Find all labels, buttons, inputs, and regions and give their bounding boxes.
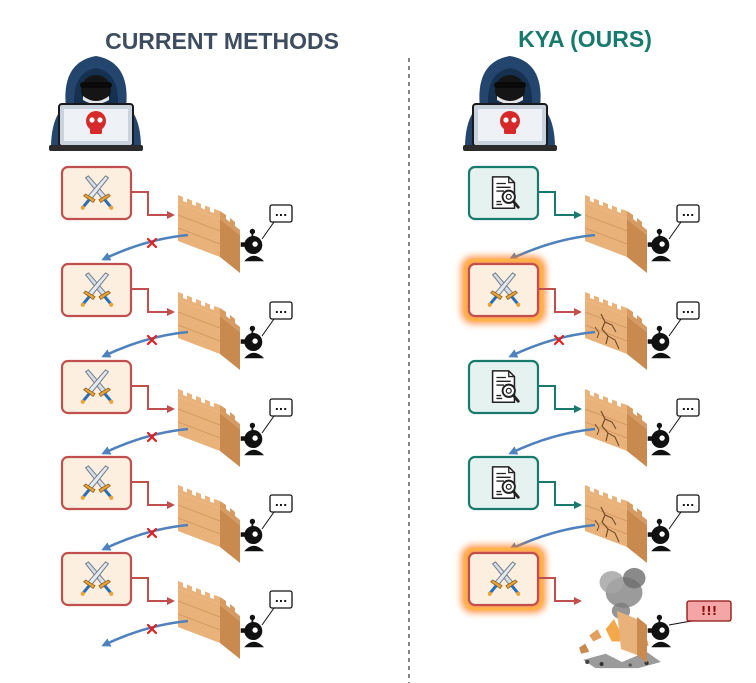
step-row: ... <box>467 455 700 564</box>
robot-defender-icon <box>647 228 672 262</box>
speech-bubble <box>269 398 293 417</box>
red-x-icon <box>146 334 158 346</box>
document-magnifier-icon <box>491 465 520 500</box>
speech-bubble-text: ... <box>275 303 288 316</box>
document-magnifier-icon <box>491 369 520 404</box>
speech-bubble-text: ... <box>682 206 695 219</box>
deflected-arrow <box>101 619 189 647</box>
robot-defender-icon <box>647 422 672 456</box>
step-row: ... <box>467 165 700 274</box>
speech-bubble <box>269 204 293 223</box>
speech-bubble-tail <box>261 415 280 434</box>
speech-bubble-text: ... <box>275 400 288 413</box>
speech-bubble <box>676 398 700 417</box>
speech-bubble-tail <box>261 318 280 337</box>
speech-bubble <box>269 301 293 320</box>
speech-bubble-text: !!! <box>701 604 717 618</box>
response-arrow <box>508 233 596 261</box>
title-kya-ours: KYA (OURS) <box>518 26 652 52</box>
robot-defender-icon <box>240 614 265 648</box>
robot-defender-icon <box>647 325 672 359</box>
robot-defender-icon <box>240 518 265 552</box>
kya-column: ............!!! <box>461 165 732 669</box>
deflected-arrow <box>101 330 189 358</box>
current-methods-column: ............... <box>60 165 293 660</box>
speech-bubble-text: ... <box>682 496 695 509</box>
speech-bubble-tail <box>668 318 687 337</box>
wall-remnant <box>617 611 637 655</box>
elbow-arrow <box>538 385 582 413</box>
elbow-arrow <box>538 481 582 509</box>
step-row: ... <box>60 455 293 564</box>
deflected-arrow <box>508 330 596 358</box>
elbow-arrow <box>131 577 175 605</box>
robot-defender-icon <box>240 325 265 359</box>
robot-defender-icon <box>240 228 265 262</box>
speech-bubble-text: ... <box>682 400 695 413</box>
elbow-arrow <box>131 481 175 509</box>
deflected-arrow <box>101 427 189 455</box>
speech-bubble-tail <box>668 511 687 530</box>
step-row: ... <box>60 262 293 371</box>
robot-defender-icon <box>647 614 672 648</box>
elbow-arrow <box>538 191 582 219</box>
speech-bubble-text: ... <box>275 592 288 605</box>
speech-bubble-tail <box>261 511 280 530</box>
speech-bubble-tail <box>668 221 687 240</box>
step-row: !!! <box>461 545 732 669</box>
step-row: ... <box>461 256 700 371</box>
document-magnifier-icon <box>491 175 520 210</box>
speech-bubble-text: ... <box>275 206 288 219</box>
deflected-arrow <box>101 233 189 261</box>
elbow-arrow <box>538 577 582 605</box>
wall-remnant <box>637 617 647 663</box>
speech-bubble-text: ... <box>682 303 695 316</box>
red-x-icon <box>146 237 158 249</box>
elbow-arrow <box>131 385 175 413</box>
step-row: ... <box>60 165 293 274</box>
response-arrow <box>508 427 596 455</box>
speech-bubble <box>269 590 293 609</box>
speech-bubble <box>269 494 293 513</box>
speech-bubble <box>676 301 700 320</box>
red-x-icon <box>553 334 565 346</box>
red-x-icon <box>146 527 158 539</box>
hooded-hacker-icon <box>462 55 558 152</box>
red-x-icon <box>146 431 158 443</box>
red-x-icon <box>146 623 158 635</box>
speech-bubble <box>686 600 732 622</box>
speech-bubble <box>676 494 700 513</box>
step-row: ... <box>60 359 293 468</box>
speech-bubble-tail <box>668 415 687 434</box>
elbow-arrow <box>131 191 175 219</box>
robot-defender-icon <box>647 518 672 552</box>
speech-bubble-tail <box>261 221 280 240</box>
elbow-arrow <box>131 288 175 316</box>
hooded-hacker-icon <box>48 55 144 152</box>
robot-defender-icon <box>240 422 265 456</box>
elbow-arrow <box>538 288 582 316</box>
deflected-arrow <box>101 523 189 551</box>
title-current-methods: CURRENT METHODS <box>105 28 339 54</box>
speech-bubble-tail <box>261 607 280 626</box>
step-row: ... <box>60 551 293 660</box>
speech-bubble <box>676 204 700 223</box>
speech-bubble-text: ... <box>275 496 288 509</box>
step-row: ... <box>467 359 700 468</box>
